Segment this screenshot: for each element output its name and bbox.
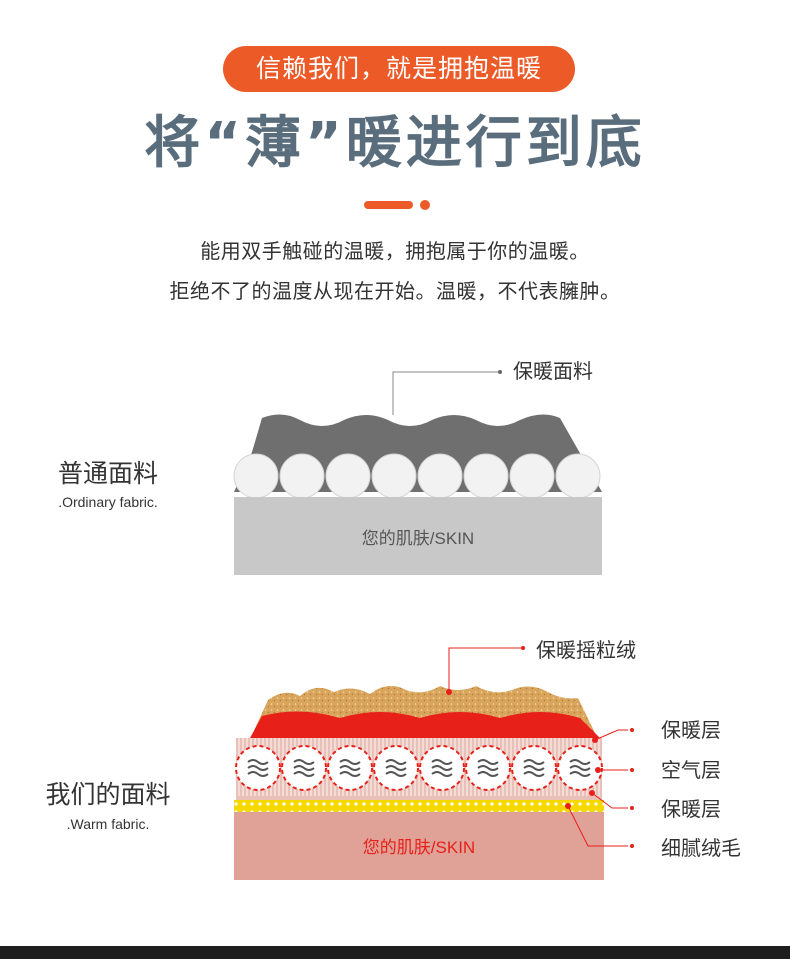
description-line-1: 能用双手触碰的温暖，拥抱属于你的温暖。 [200,239,590,263]
our-fabric-diagram [234,646,634,880]
divider-bar [364,201,413,209]
bottom-dark-strip [0,946,790,959]
ordinary-air-circles [233,453,601,499]
air-wave-glyphs [247,759,591,777]
ordinary-fabric-subtitle: .Ordinary fabric. [58,494,158,510]
our-skin-label: 您的肌肤/SKIN [362,838,476,857]
fine-fuzz-layer [234,800,604,812]
our-callout-dots [446,646,634,848]
bottom-warm-layer [236,796,602,800]
ordinary-fabric-diagram [233,370,602,575]
callout-warm-layer-bottom: 保暖层 [661,797,721,821]
callout-fine-fuzz: 细腻绒毛 [661,836,741,860]
ordinary-skin-layer [234,497,602,575]
description-line-2: 拒绝不了的温度从现在开始。温暖，不代表臃肿。 [169,279,621,303]
divider-dot [420,200,430,210]
our-skin-layer [234,812,604,880]
ordinary-callout-insulation: 保暖面料 [513,359,593,383]
ordinary-fabric-title: 普通面料 [57,459,158,488]
ordinary-skin-label: 您的肌肤/SKIN [361,529,475,548]
our-fabric-title: 我们的面料 [45,780,171,809]
callout-fleece: 保暖摇粒绒 [536,638,636,662]
our-fabric-subtitle: .Warm fabric. [66,816,150,832]
callout-warm-layer-top: 保暖层 [661,718,721,742]
callout-air-layer: 空气层 [661,758,721,782]
page-headline: 将“薄”暖进行到底 [144,111,646,176]
ordinary-callout-line [392,371,500,415]
our-callout-lines [448,647,628,847]
top-warm-layer [250,711,600,738]
slogan-badge: 信赖我们，就是拥抱温暖 [223,46,575,92]
